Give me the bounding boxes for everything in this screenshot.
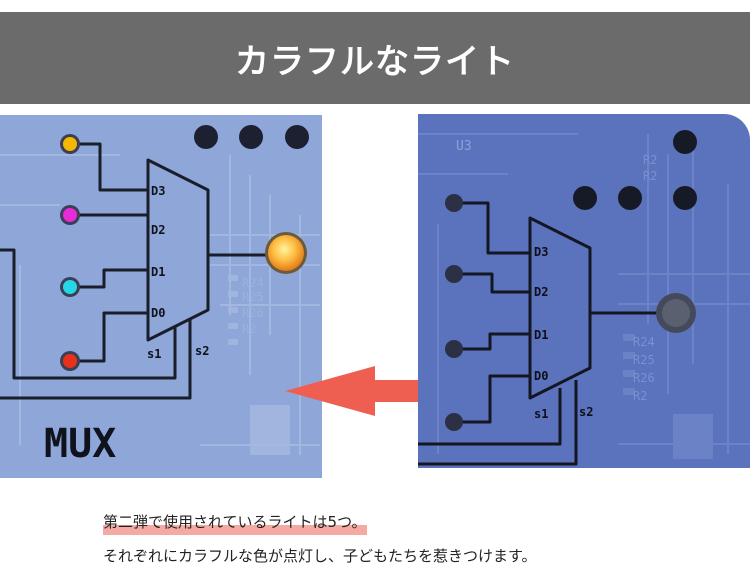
yellow-led	[63, 137, 77, 151]
unlit-mux-select-s2: s2	[579, 405, 593, 419]
unlit-mux-input-d3: D3	[534, 245, 548, 259]
lit-mux-select-s1: s1	[147, 347, 161, 361]
unlit-led-3	[445, 340, 463, 358]
lit-mux-select-s2: s2	[195, 344, 209, 358]
unlit-led-4	[445, 413, 463, 431]
chip-label: U3	[456, 139, 472, 154]
unlit-mux-input-d0: D0	[534, 369, 548, 383]
unlit-led-2	[445, 265, 463, 283]
arrow-left-icon	[285, 366, 431, 416]
unlit-led-1	[445, 194, 463, 212]
cyan-led	[63, 280, 77, 294]
output-led-lit	[268, 235, 304, 271]
svg-text:R26: R26	[242, 306, 264, 320]
caption-description: それぞれにカラフルな色が点灯し、子どもたちを惹きつけます。	[103, 547, 537, 565]
unlit-mux-select-s1: s1	[534, 407, 548, 421]
mux-label: MUX	[44, 421, 116, 467]
lit-mux-input-d2: D2	[151, 223, 165, 237]
svg-text:R24: R24	[242, 276, 264, 290]
svg-text:R2: R2	[643, 169, 657, 183]
svg-text:R24: R24	[633, 335, 655, 349]
lit-mux-input-d3: D3	[151, 184, 165, 198]
caption-highlighted: 第二弾で使用されているライトは5つ。	[103, 511, 367, 535]
svg-text:R26: R26	[633, 371, 655, 385]
title-banner: カラフルなライト	[0, 12, 750, 104]
magenta-led	[63, 208, 77, 222]
unlit-mux-input-d2: D2	[534, 285, 548, 299]
svg-text:R25: R25	[633, 353, 655, 367]
svg-text:R25: R25	[242, 290, 264, 304]
caption-highlight-bar	[103, 525, 367, 535]
red-led	[63, 354, 77, 368]
svg-text:R2: R2	[643, 153, 657, 167]
unlit-mux-input-d1: D1	[534, 328, 548, 342]
page-title: カラフルなライト	[235, 41, 515, 82]
lit-mux-input-d1: D1	[151, 265, 165, 279]
lit-mux-input-d0: D0	[151, 306, 165, 320]
svg-text:R2: R2	[242, 322, 256, 336]
svg-text:R2: R2	[633, 389, 647, 403]
